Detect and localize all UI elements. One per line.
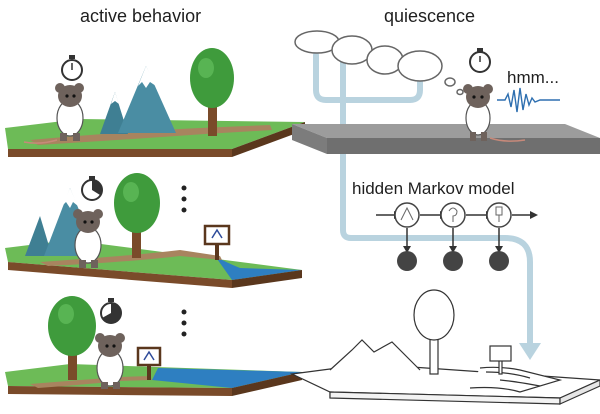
thought-text: hmm...: [507, 68, 559, 87]
scene-quiescence: [292, 30, 600, 154]
quiescence-title: quiescence: [384, 6, 476, 26]
hmm-diagram: [376, 202, 538, 271]
mountain-icon: [100, 66, 176, 134]
active-behavior-title: active behavior: [80, 6, 202, 26]
tree-icon: [413, 289, 455, 375]
line-art-landscape: [289, 289, 600, 405]
rat-icon: [95, 333, 125, 389]
hmm-hidden-state: [394, 202, 512, 228]
scene-river-2: [5, 296, 302, 396]
rat-icon: [463, 84, 526, 142]
ellipsis-icon: [181, 309, 187, 337]
stopwatch-icon: [61, 55, 83, 81]
hidden-markov-model-title: hidden Markov model: [352, 179, 515, 198]
scene-mountains: [5, 48, 305, 157]
flow-arrowhead: [519, 343, 541, 360]
ellipsis-icon: [181, 185, 187, 213]
tree-icon: [48, 296, 96, 380]
rat-icon: [73, 209, 103, 268]
stopwatch-icon: [469, 48, 491, 73]
thought-cloud-icon: [294, 30, 464, 96]
stopwatch-icon: [81, 176, 103, 201]
hmm-observation: [397, 251, 509, 271]
tree-icon: [114, 173, 160, 258]
tree-icon: [190, 48, 234, 136]
signpost-icon: [136, 346, 162, 380]
flow-arrows: [313, 52, 533, 348]
signpost-icon: [203, 224, 231, 260]
scene-river: [5, 173, 302, 288]
stopwatch-icon: [100, 298, 122, 324]
rat-icon: [23, 83, 84, 144]
signpost-icon: [489, 345, 512, 375]
sound-wave-icon: [497, 87, 560, 113]
